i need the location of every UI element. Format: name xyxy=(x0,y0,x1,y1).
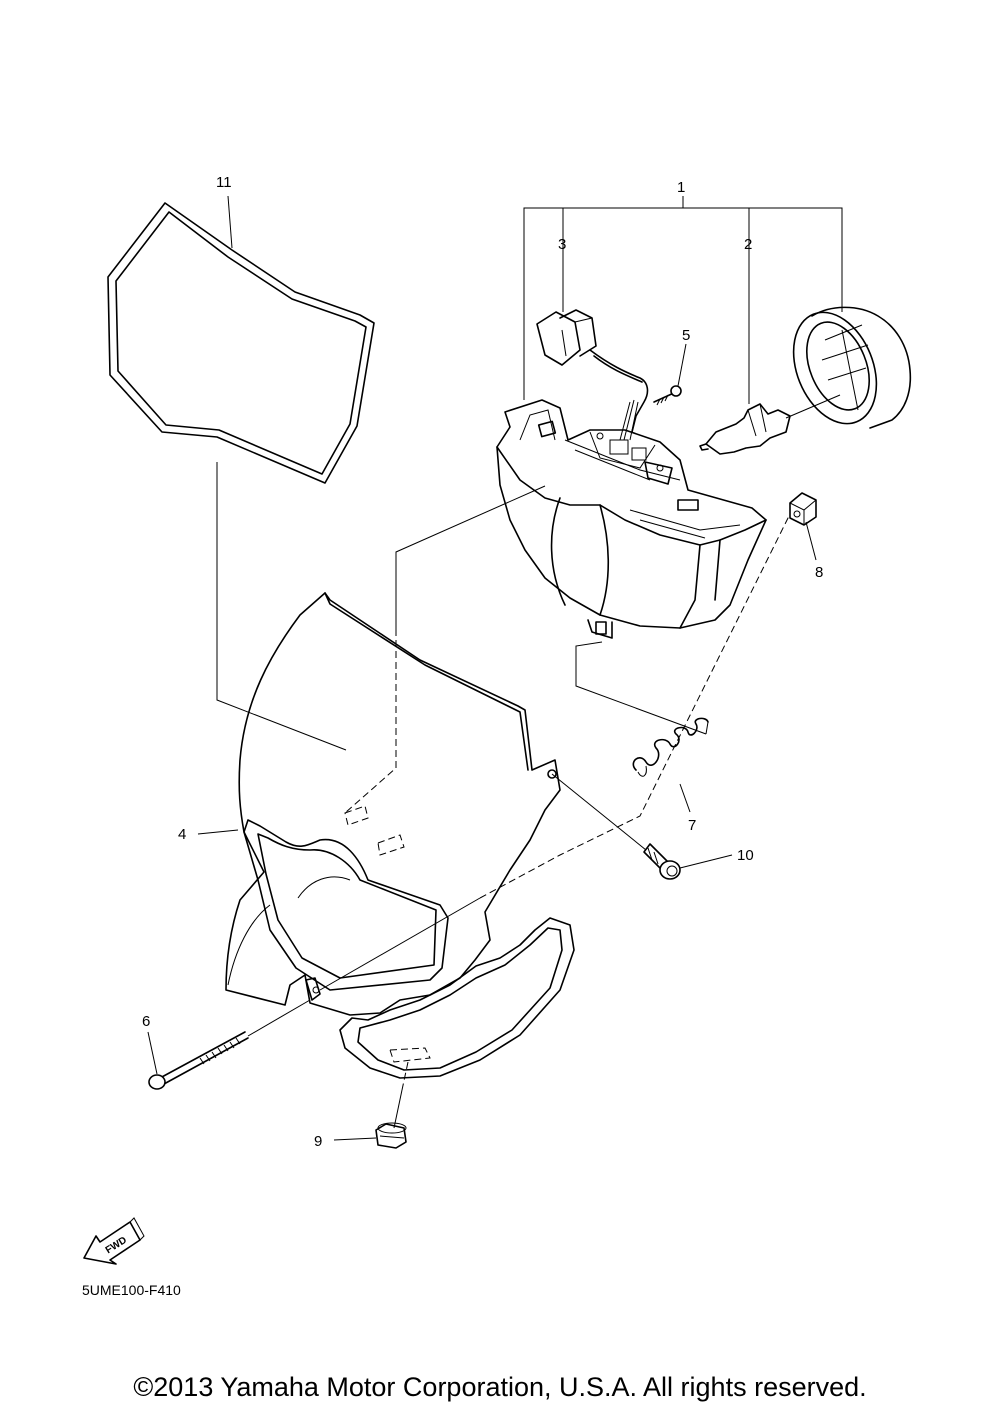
callout-9: 9 xyxy=(314,1133,322,1150)
part-5-screw[interactable] xyxy=(653,385,682,406)
callout-5: 5 xyxy=(682,327,690,344)
part-4-headlight-cowl[interactable] xyxy=(225,592,575,1079)
part-9-grommet[interactable] xyxy=(375,1122,407,1149)
part-1-socket-cover[interactable] xyxy=(778,300,912,436)
callout-1: 1 xyxy=(677,179,685,196)
callout-8: 8 xyxy=(815,564,823,581)
assembly-lines xyxy=(147,195,843,1141)
part-3-wire-connector[interactable] xyxy=(536,309,649,441)
part-8-nut[interactable] xyxy=(789,492,817,526)
callout-2: 2 xyxy=(744,236,752,253)
part-11-gasket[interactable] xyxy=(107,202,375,484)
callout-labels: 1 2 3 4 5 6 7 8 9 10 11 xyxy=(142,174,823,1150)
part-7-spring[interactable] xyxy=(632,717,709,777)
part-1-headlight-assembly[interactable] xyxy=(496,399,767,639)
callout-3: 3 xyxy=(558,236,566,253)
callout-10: 10 xyxy=(737,847,754,864)
diagram-code: 5UME100-F410 xyxy=(82,1282,181,1298)
part-6-long-bolt[interactable] xyxy=(148,1031,249,1090)
fwd-label: FWD xyxy=(104,1235,129,1256)
fwd-arrow-icon: FWD xyxy=(83,1217,145,1265)
callout-11: 11 xyxy=(216,174,232,191)
callout-6: 6 xyxy=(142,1013,150,1030)
copyright-notice: ©2013 Yamaha Motor Corporation, U.S.A. A… xyxy=(133,1372,867,1402)
part-10-bolt[interactable] xyxy=(643,843,681,880)
callout-7: 7 xyxy=(688,817,696,834)
callout-4: 4 xyxy=(178,826,186,843)
part-2-bulb[interactable] xyxy=(699,394,841,455)
